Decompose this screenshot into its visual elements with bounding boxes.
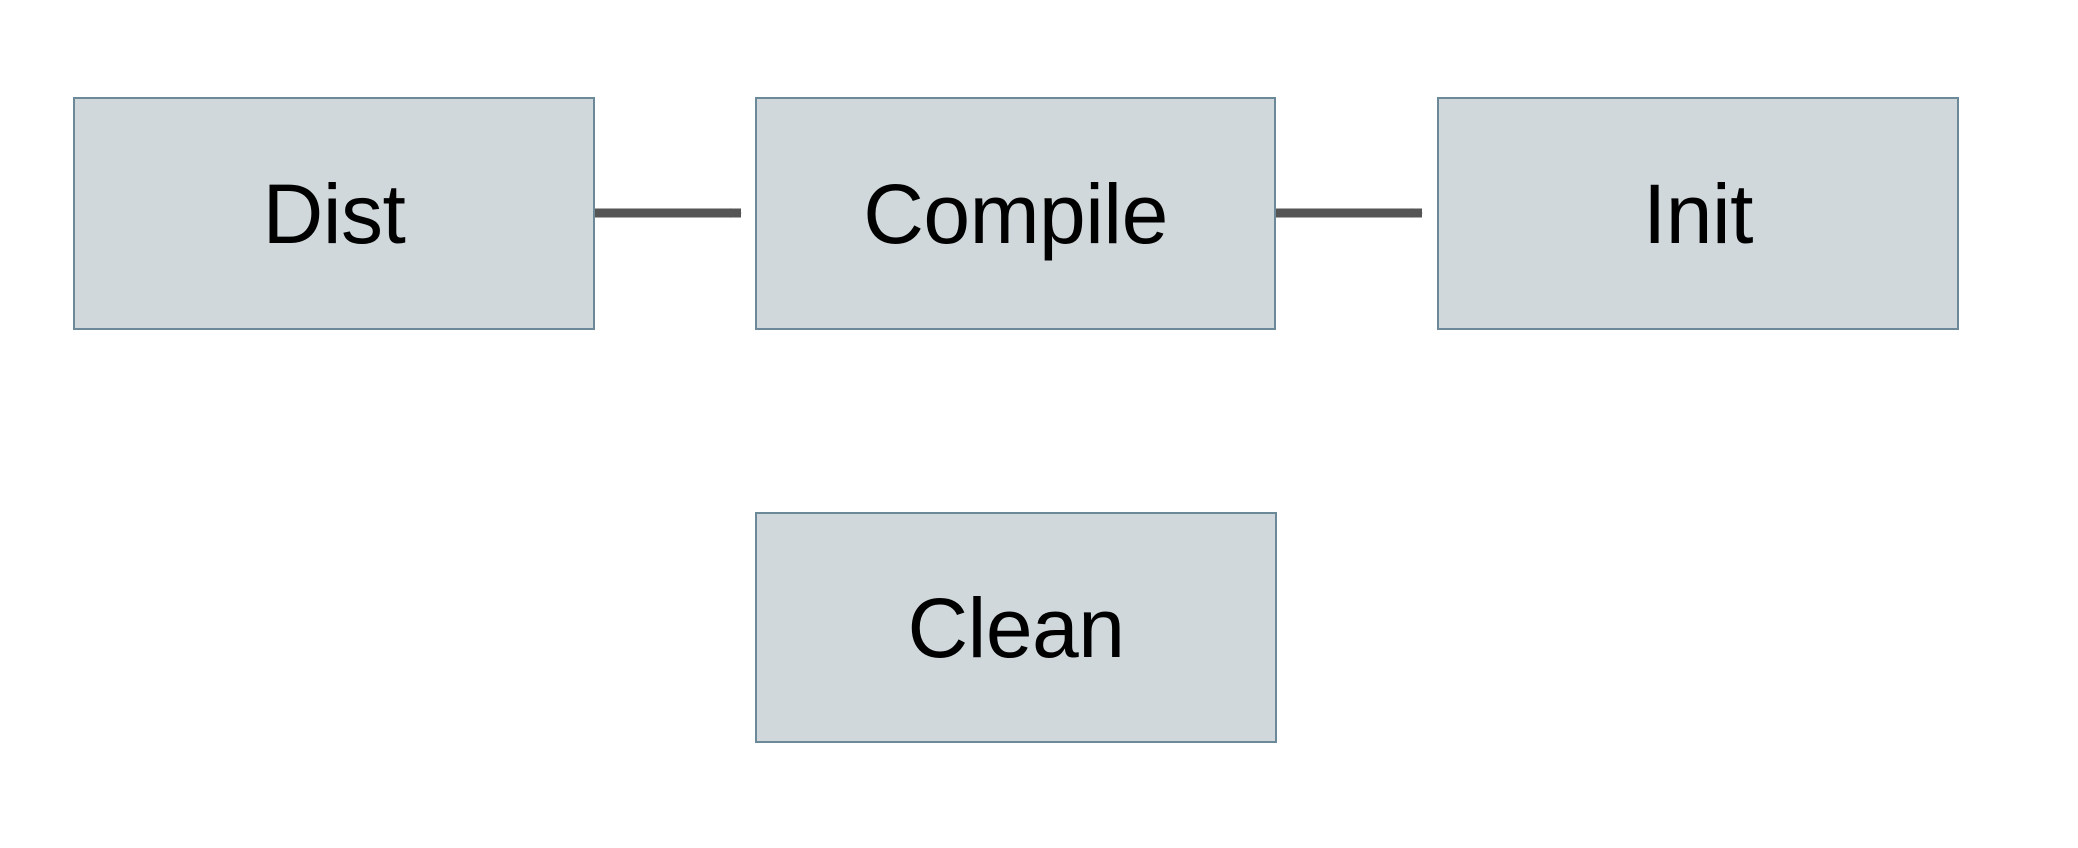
node-compile[interactable]: Compile <box>755 97 1276 330</box>
node-dist-label: Dist <box>262 166 406 261</box>
node-clean[interactable]: Clean <box>755 512 1277 743</box>
node-compile-label: Compile <box>863 166 1168 261</box>
node-init[interactable]: Init <box>1437 97 1959 330</box>
edge-compile-to-init-hit[interactable] <box>1276 193 1437 233</box>
node-dist[interactable]: Dist <box>73 97 595 330</box>
edge-dist-to-compile-hit[interactable] <box>595 193 755 233</box>
node-init-label: Init <box>1642 166 1754 261</box>
node-clean-label: Clean <box>907 580 1125 675</box>
